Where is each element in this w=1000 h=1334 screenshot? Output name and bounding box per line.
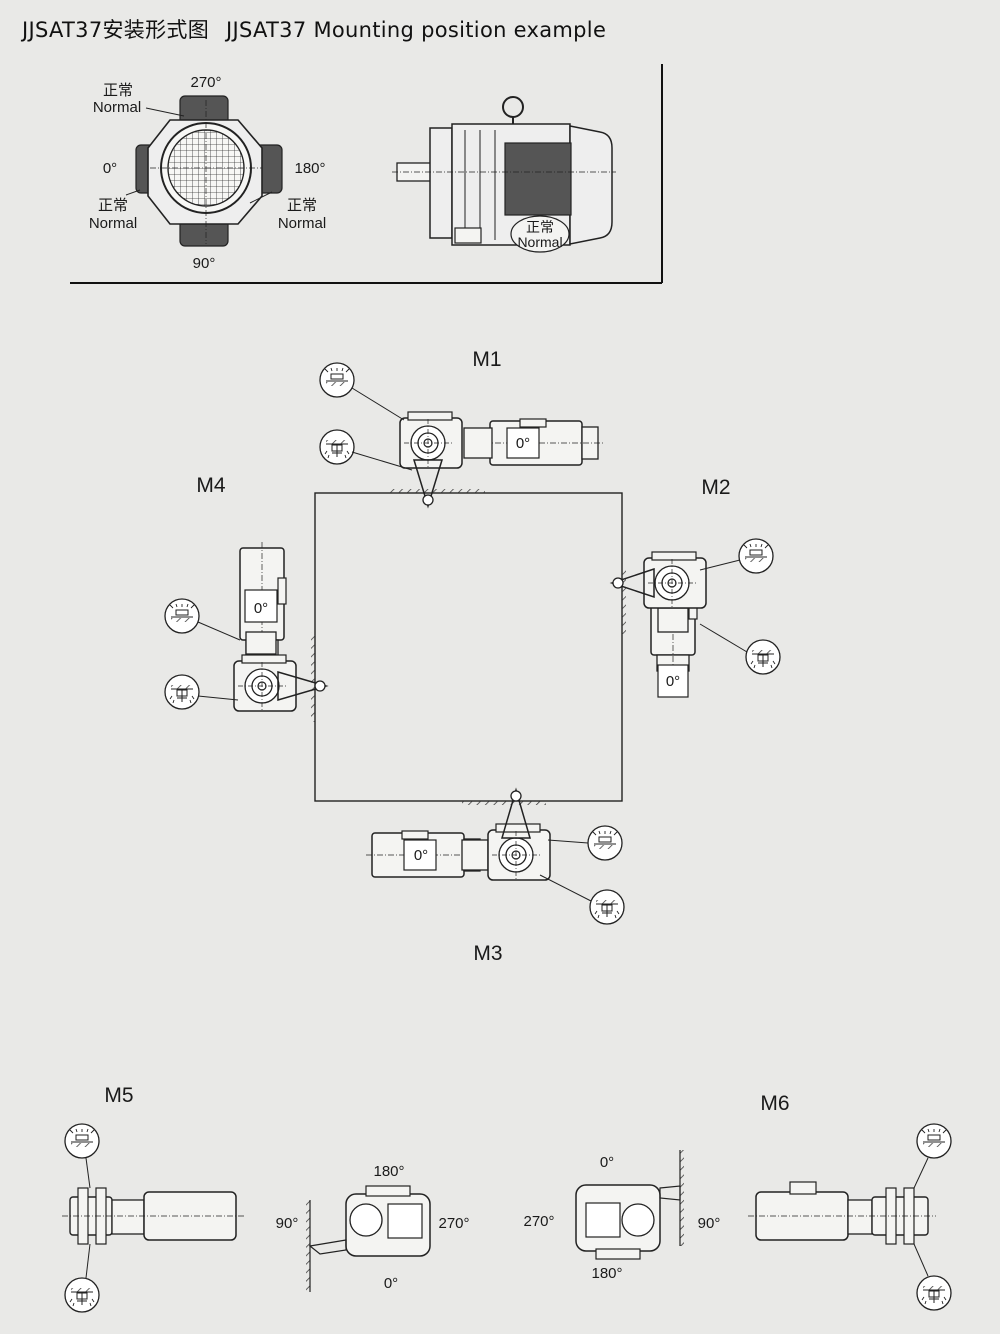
m6-bottom-angle: 180°	[591, 1265, 622, 1282]
legend-panel: 270° 0° 180° 90° 正常 Normal 正常 Normal 正常 …	[70, 64, 663, 284]
mounting-frame	[314, 492, 623, 802]
m2-label: M2	[701, 476, 730, 499]
m6-right-angle: 90°	[698, 1215, 721, 1232]
m5-right-angle: 270°	[438, 1215, 469, 1232]
normal-en-label-left: Normal	[89, 215, 137, 232]
normal-cn-label-top: 正常	[103, 82, 133, 99]
m1-label: M1	[472, 348, 501, 371]
title-chinese: JJSAT37安装形式图	[22, 18, 209, 42]
m5-left-angle: 90°	[276, 1215, 299, 1232]
m5-end-view	[306, 1185, 431, 1292]
m3-motor-angle: 0°	[414, 847, 428, 864]
normal-cn-label-side: 正常	[526, 219, 554, 235]
m6-gearmotor	[748, 1123, 952, 1311]
m2-gearmotor	[609, 538, 781, 698]
m5-top-angle: 180°	[373, 1163, 404, 1180]
m5-label: M5	[104, 1084, 133, 1107]
m2-motor-angle: 0°	[666, 673, 680, 690]
m1-motor-angle: 0°	[516, 435, 530, 452]
m4-motor-angle: 0°	[254, 600, 268, 617]
m4-gearmotor	[164, 541, 329, 712]
angle-270-label: 270°	[190, 74, 221, 91]
m6-label: M6	[760, 1092, 789, 1115]
page-title: JJSAT37安装形式图 JJSAT37 Mounting position e…	[22, 14, 606, 44]
angle-90-label: 90°	[193, 255, 216, 272]
m6-left-angle: 270°	[523, 1213, 554, 1230]
m5-gearmotor	[62, 1123, 244, 1313]
m6-end-view	[575, 1150, 684, 1260]
angle-180-label: 180°	[294, 160, 325, 177]
motor-side-view	[392, 96, 616, 253]
normal-en-label-side: Normal	[517, 234, 562, 250]
normal-cn-label-right: 正常	[287, 197, 317, 214]
angle-0-label: 0°	[103, 160, 117, 177]
normal-en-label-top: Normal	[93, 99, 141, 116]
m3-label: M3	[473, 942, 502, 965]
terminal-box-positions-view	[125, 95, 283, 247]
m5-bottom-angle: 0°	[384, 1275, 398, 1292]
normal-en-label-right: Normal	[278, 215, 326, 232]
m6-top-angle: 0°	[600, 1154, 614, 1171]
m1-gearmotor	[319, 362, 605, 509]
m4-label: M4	[196, 474, 225, 497]
title-english: JJSAT37 Mounting position example	[225, 18, 607, 42]
normal-cn-label-left: 正常	[98, 197, 128, 214]
m3-gearmotor	[365, 787, 625, 925]
